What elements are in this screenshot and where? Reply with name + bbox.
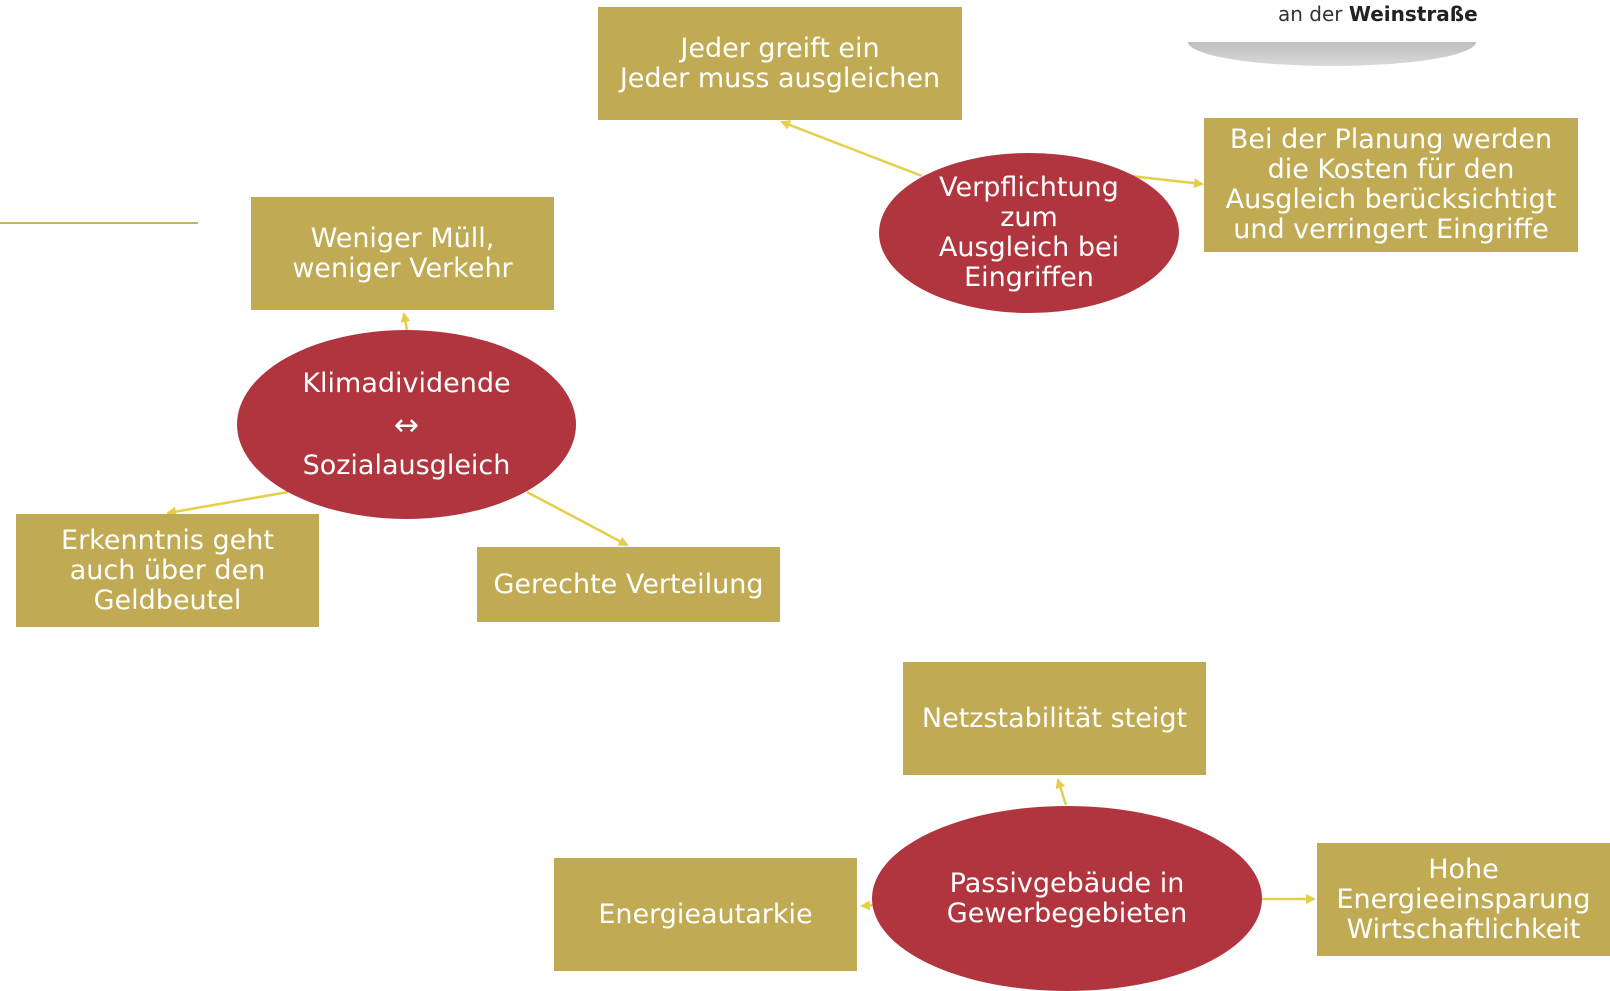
box-energieautarkie: Energieautarkie (554, 858, 857, 971)
box-weniger-muell: Weniger Müll, weniger Verkehr (251, 197, 554, 310)
logo-text: an der Weinstraße (1278, 2, 1478, 26)
klima-label-top: Klimadividende (302, 367, 511, 399)
connector-klima-top (400, 312, 411, 331)
box-planung-kosten: Bei der Planung werden die Kosten für de… (1204, 118, 1578, 252)
decorative-line (0, 222, 198, 224)
box-netzstabilitaet: Netzstabilität steigt (903, 662, 1206, 775)
connector-passiv-top (1055, 778, 1068, 806)
box-energieeinsparung: Hohe Energieeinsparung Wirtschaftlichkei… (1317, 843, 1610, 956)
connector-klima-left (166, 490, 289, 517)
klima-label-bottom: Sozialausgleich (302, 449, 511, 481)
box-erkenntnis: Erkenntnis geht auch über den Geldbeutel (16, 514, 319, 627)
connector-klima-right (526, 490, 629, 547)
connector-verpflichtung-top (780, 120, 923, 178)
logo-shadow (1188, 42, 1476, 66)
double-arrow-icon: ↔ (393, 407, 420, 443)
ellipse-klimadividende: Klimadividende ↔ Sozialausgleich (237, 330, 576, 519)
ellipse-passivgebaeude: Passivgebäude in Gewerbegebieten (872, 806, 1262, 991)
ellipse-verpflichtung: Verpflichtung zum Ausgleich bei Eingriff… (879, 153, 1179, 313)
box-jeder-greift-ein: Jeder greift ein Jeder muss ausgleichen (598, 7, 962, 120)
box-gerechte-verteilung: Gerechte Verteilung (477, 547, 780, 622)
